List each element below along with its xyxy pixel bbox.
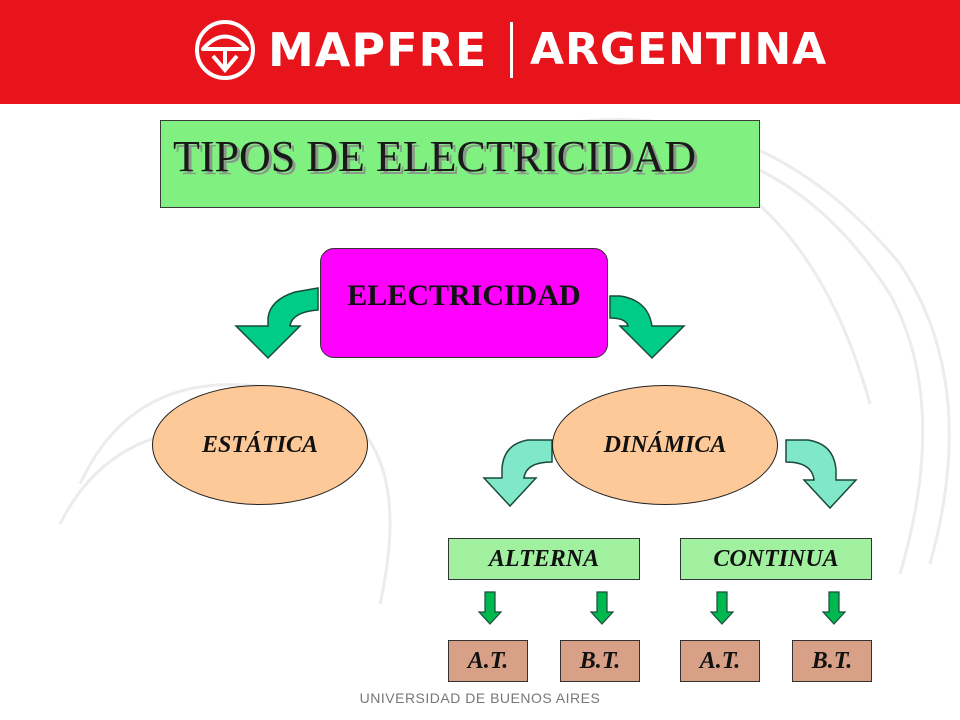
arrow-dynamic-to-alternating (482, 439, 553, 508)
page-title: TIPOS DE ELECTRICIDAD (173, 132, 697, 181)
node-alternating-high-label: A.T. (467, 647, 509, 674)
node-continuous-low-label: B.T. (811, 647, 853, 674)
node-alternating-high: A.T. (448, 640, 528, 682)
brand-country: ARGENTINA (530, 24, 828, 75)
footer-text: UNIVERSIDAD DE BUENOS AIRES (359, 690, 601, 706)
node-continuous-label: CONTINUA (713, 545, 839, 572)
arrow-alternating-to-low (589, 591, 615, 625)
arrow-continuous-to-low (821, 591, 847, 625)
node-alternating-low: B.T. (560, 640, 640, 682)
header-bar: MAPFRE ARGENTINA (0, 0, 960, 104)
node-root: ELECTRICIDAD (320, 248, 608, 358)
arrow-continuous-to-high (709, 591, 735, 625)
node-continuous-high-label: A.T. (699, 647, 741, 674)
arrow-alternating-to-high (477, 591, 503, 625)
title-box: TIPOS DE ELECTRICIDAD (160, 120, 760, 208)
node-continuous-low: B.T. (792, 640, 872, 682)
node-alternating: ALTERNA (448, 538, 640, 580)
node-alternating-label: ALTERNA (488, 545, 600, 572)
node-static-label: ESTÁTICA (201, 431, 319, 458)
brand-name: MAPFRE (268, 23, 488, 77)
node-continuous: CONTINUA (680, 538, 872, 580)
node-continuous-high: A.T. (680, 640, 760, 682)
node-dynamic: DINÁMICA (552, 385, 778, 505)
brand-separator (510, 22, 513, 78)
arrow-dynamic-to-continuous (785, 439, 858, 510)
node-dynamic-label: DINÁMICA (603, 431, 727, 458)
node-root-label: ELECTRICIDAD (347, 279, 581, 312)
mapfre-logo-icon (195, 20, 255, 80)
arrow-root-to-dynamic (609, 295, 686, 360)
arrow-root-to-static (234, 287, 319, 360)
node-alternating-low-label: B.T. (579, 647, 621, 674)
node-static: ESTÁTICA (152, 385, 368, 505)
